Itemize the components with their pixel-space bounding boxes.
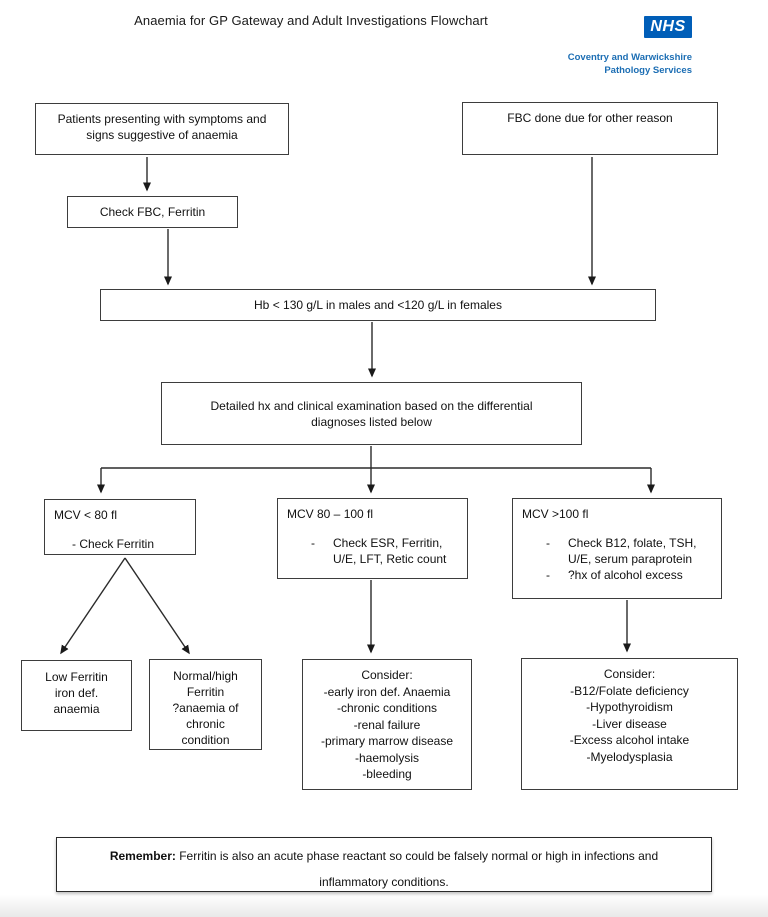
node-low-ferritin: Low Ferritin iron def. anaemia xyxy=(21,660,132,731)
organisation-name-line2: Pathology Services xyxy=(604,65,692,76)
node-heading: MCV >100 fl xyxy=(522,507,589,521)
remember-line2: inflammatory conditions. xyxy=(319,875,449,889)
node-text: chronic xyxy=(186,717,225,731)
node-text: -haemolysis xyxy=(354,750,420,765)
node-text: Check FBC, Ferritin xyxy=(99,205,206,219)
node-heading: MCV < 80 fl xyxy=(54,508,118,522)
node-text: -Myelodysplasia xyxy=(586,749,673,764)
remember-note: Remember: Ferritin is also an acute phas… xyxy=(56,837,712,892)
node-text: iron def. xyxy=(54,686,99,700)
node-text: -bleeding xyxy=(362,767,412,781)
node-text: - Check Ferritin xyxy=(72,537,155,551)
node-text: -Excess alcohol intake xyxy=(569,733,690,747)
node-consider-normocytic: Consider: -early iron def. Anaemia -chro… xyxy=(302,659,472,790)
node-text: diagnoses listed below xyxy=(311,414,432,429)
node-detailed-hx: Detailed hx and clinical examination bas… xyxy=(161,382,582,445)
node-mcv-over-100: MCV >100 fl - Check B12, folate, TSH, U/… xyxy=(512,498,722,599)
node-check-fbc-ferritin: Check FBC, Ferritin xyxy=(67,196,238,228)
remember-text: Ferritin is also an acute phase reactant… xyxy=(179,849,659,863)
node-hb-threshold: Hb < 130 g/L in males and <120 g/L in fe… xyxy=(100,289,656,321)
node-text: Check B12, folate, TSH, xyxy=(568,536,697,550)
node-text: Check ESR, Ferritin, xyxy=(333,536,443,550)
node-heading: Consider: xyxy=(361,668,413,682)
node-text: -Liver disease xyxy=(592,716,667,731)
node-text: -early iron def. Anaemia xyxy=(323,684,451,699)
bullet-dash: - xyxy=(546,568,550,582)
node-heading: Consider: xyxy=(603,667,656,681)
node-text: ?anaemia of xyxy=(172,701,239,715)
node-text: Ferritin xyxy=(186,685,225,699)
remember-label: Remember: xyxy=(109,849,176,863)
node-fbc-other-reason: FBC done due for other reason xyxy=(462,102,718,155)
bullet-dash: - xyxy=(546,536,550,550)
node-consider-macrocytic: Consider: -B12/Folate deficiency -Hypoth… xyxy=(521,658,738,790)
node-text: -renal failure xyxy=(353,717,421,732)
node-normal-high-ferritin: Normal/high Ferritin ?anaemia of chronic… xyxy=(149,659,262,750)
node-heading: MCV 80 – 100 fl xyxy=(287,507,374,521)
node-text: FBC done due for other reason xyxy=(507,111,673,125)
node-text: -chronic conditions xyxy=(336,701,438,715)
organisation-name-line1: Coventry and Warwickshire xyxy=(567,52,692,63)
nhs-logo: NHS xyxy=(644,16,692,38)
organisation-name: Coventry and Warwickshire Pathology Serv… xyxy=(440,51,692,77)
node-text: ?hx of alcohol excess xyxy=(568,568,683,582)
node-mcv-80-100: MCV 80 – 100 fl - Check ESR, Ferritin, U… xyxy=(277,498,468,579)
node-text: Normal/high xyxy=(173,669,238,683)
node-patients-presenting: Patients presenting with symptoms and si… xyxy=(35,103,289,155)
node-text: Low Ferritin xyxy=(45,670,108,684)
page-bottom-shadow xyxy=(0,895,768,917)
node-text: U/E, LFT, Retic count xyxy=(333,552,447,566)
page-title: Anaemia for GP Gateway and Adult Investi… xyxy=(134,13,488,28)
node-text: -B12/Folate deficiency xyxy=(570,683,689,698)
node-text: Hb < 130 g/L in males and <120 g/L in fe… xyxy=(254,298,502,312)
node-text: Detailed hx and clinical examination bas… xyxy=(210,398,533,413)
node-text: -Hypothyroidism xyxy=(586,700,673,714)
remember-line1: Remember: Ferritin is also an acute phas… xyxy=(57,843,711,869)
node-text: anaemia xyxy=(53,702,100,716)
node-text: -primary marrow disease xyxy=(320,734,454,748)
bullet-dash: - xyxy=(311,536,315,550)
node-text: U/E, serum paraprotein xyxy=(568,552,693,566)
node-text: signs suggestive of anaemia xyxy=(86,128,238,142)
node-text: condition xyxy=(181,733,230,747)
node-text: Patients presenting with symptoms and xyxy=(57,112,267,126)
node-mcv-under-80: MCV < 80 fl - Check Ferritin xyxy=(44,499,196,555)
